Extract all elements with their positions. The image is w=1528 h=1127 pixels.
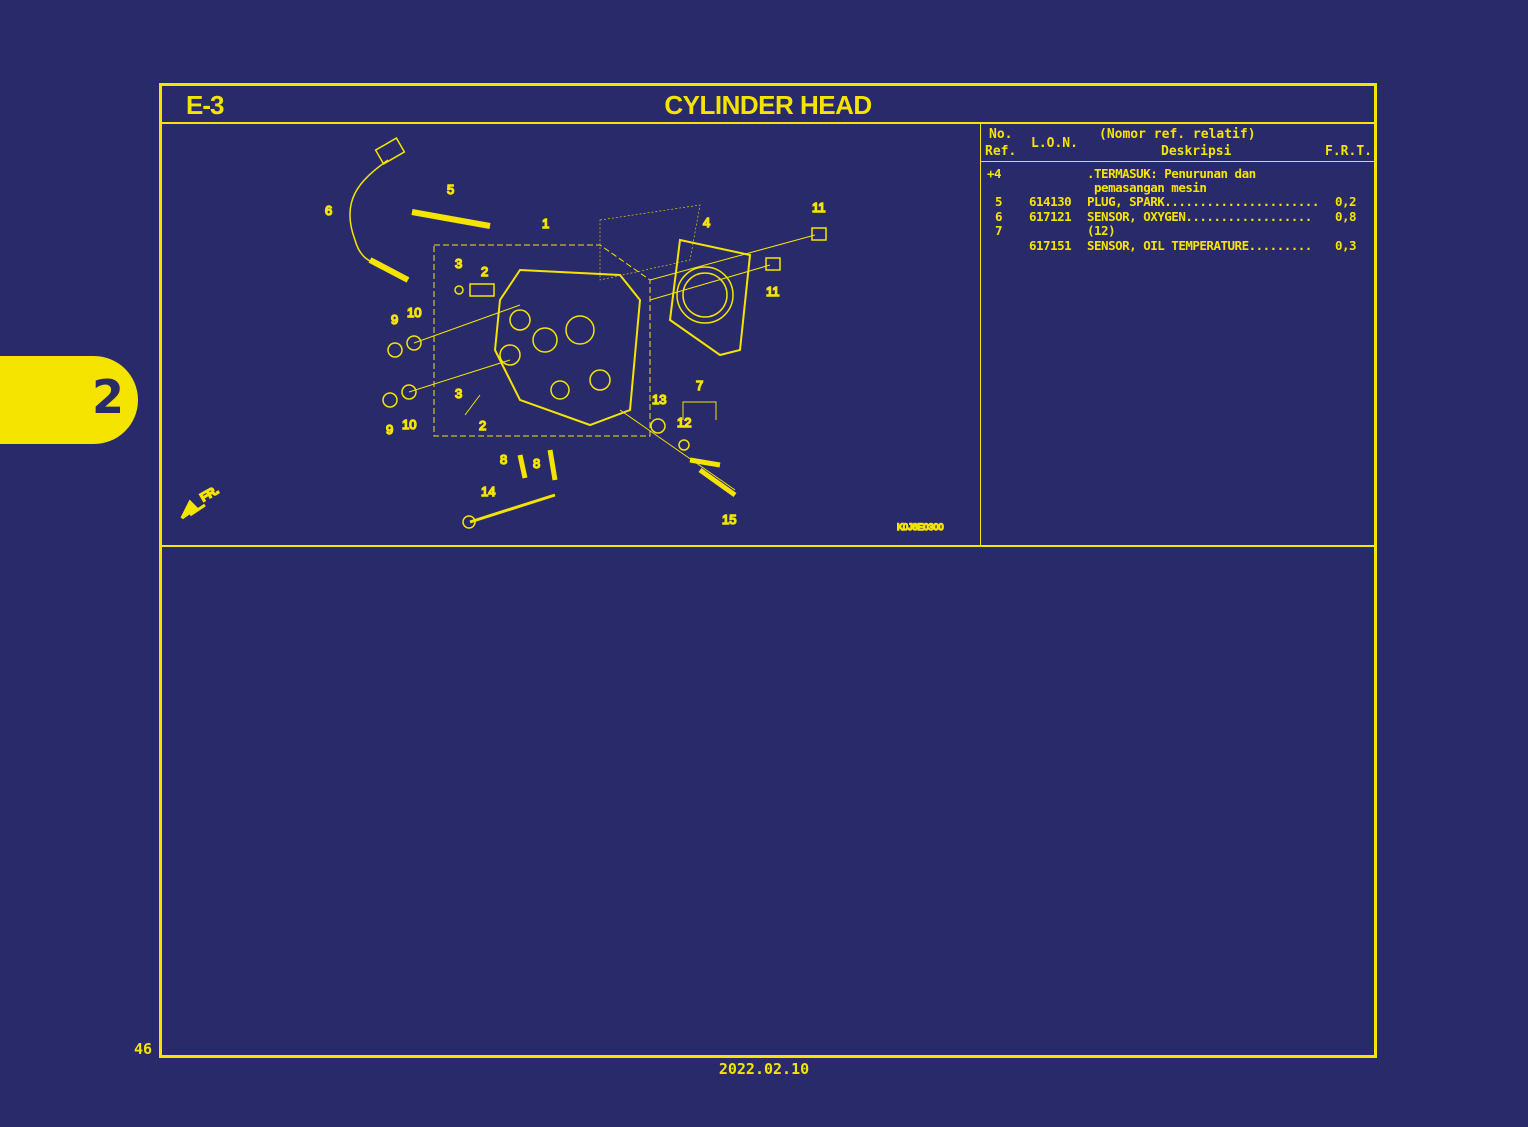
header-ref: Ref.: [985, 144, 1017, 159]
callout-12: 12: [677, 415, 691, 430]
table-header: No. Ref. L.O.N. (Nomor ref. relatif) Des…: [981, 124, 1374, 162]
row-lon: 617151: [1029, 238, 1072, 253]
row-ref: +4: [987, 166, 1002, 181]
callout-14: 14: [481, 484, 495, 499]
callout-11: 11: [766, 284, 780, 299]
row-desc: SENSOR, OIL TEMPERATURE.........: [1087, 238, 1312, 253]
header-no: No.: [989, 127, 1013, 142]
callout-7: 7: [696, 378, 703, 393]
row-lon: 614130: [1029, 194, 1072, 209]
section-tab[interactable]: 2: [0, 356, 138, 444]
parts-table: No. Ref. L.O.N. (Nomor ref. relatif) Des…: [980, 124, 1374, 545]
row-ref: 6: [995, 209, 1003, 224]
oxygen-sensor-drawing: [349, 137, 410, 283]
row-ref: 5: [995, 194, 1003, 209]
callout-15: 15: [722, 512, 736, 527]
row-desc: pemasangan mesin: [1087, 180, 1207, 195]
row-lon: 617121: [1029, 209, 1072, 224]
diagram-and-table: No. Ref. L.O.N. (Nomor ref. relatif) Des…: [162, 124, 1374, 547]
callout-13: 13: [652, 392, 666, 407]
row-desc: SENSOR, OXYGEN..................: [1087, 209, 1312, 224]
callout-6: 6: [325, 203, 332, 218]
publication-date: 2022.02.10: [718, 1060, 810, 1078]
spark-plug-drawing: [411, 209, 491, 229]
callout-4: 4: [703, 215, 710, 230]
page-header: E-3 CYLINDER HEAD: [162, 86, 1374, 124]
row-frt: 0,2: [1335, 194, 1357, 209]
callout-10: 10: [407, 305, 421, 320]
page-title: CYLINDER HEAD: [664, 90, 872, 120]
section-code: E-3: [186, 90, 224, 120]
header-frt: F.R.T.: [1325, 144, 1372, 159]
drawing-code: K0J8E0300: [897, 522, 944, 532]
row-ref: 7: [995, 223, 1003, 238]
callout-2: 2: [481, 264, 488, 279]
cylinder-head-drawing: [433, 204, 752, 437]
callout-3: 3: [455, 256, 462, 271]
row-desc: PLUG, SPARK......................: [1087, 194, 1319, 209]
row-frt: 0,3: [1335, 238, 1357, 253]
row-desc: .TERMASUK: Penurunan dan: [1087, 166, 1256, 181]
callout-9: 9: [391, 312, 398, 327]
header-desc: Deskripsi: [1161, 144, 1232, 159]
hardware-drawings: [382, 227, 827, 529]
callout-5: 5: [447, 182, 454, 197]
section-number: 2: [91, 370, 124, 424]
callout-10: 10: [402, 417, 416, 432]
header-lon: L.O.N.: [1031, 136, 1078, 151]
row-desc: (12): [1087, 223, 1116, 238]
page-number: 46: [134, 1040, 153, 1058]
parts-page-frame: E-3 CYLINDER HEAD No. Ref. L.O.N. (Nomor…: [159, 83, 1377, 1058]
callout-1: 1: [542, 216, 549, 231]
callout-labels: 6 5 1 4 11 11 3 2 9 10 3 2 9 10 7 13 12 …: [197, 181, 945, 533]
callout-2: 2: [479, 418, 486, 433]
callout-11: 11: [812, 200, 826, 215]
header-relative: (Nomor ref. relatif): [1099, 127, 1256, 142]
callout-8: 8: [500, 452, 507, 467]
row-frt: 0,8: [1335, 209, 1357, 224]
callout-3: 3: [455, 386, 462, 401]
callout-9: 9: [386, 422, 393, 437]
fr-arrow-icon: [180, 499, 206, 520]
callout-8: 8: [533, 456, 540, 471]
fr-label: FR.: [198, 483, 222, 505]
